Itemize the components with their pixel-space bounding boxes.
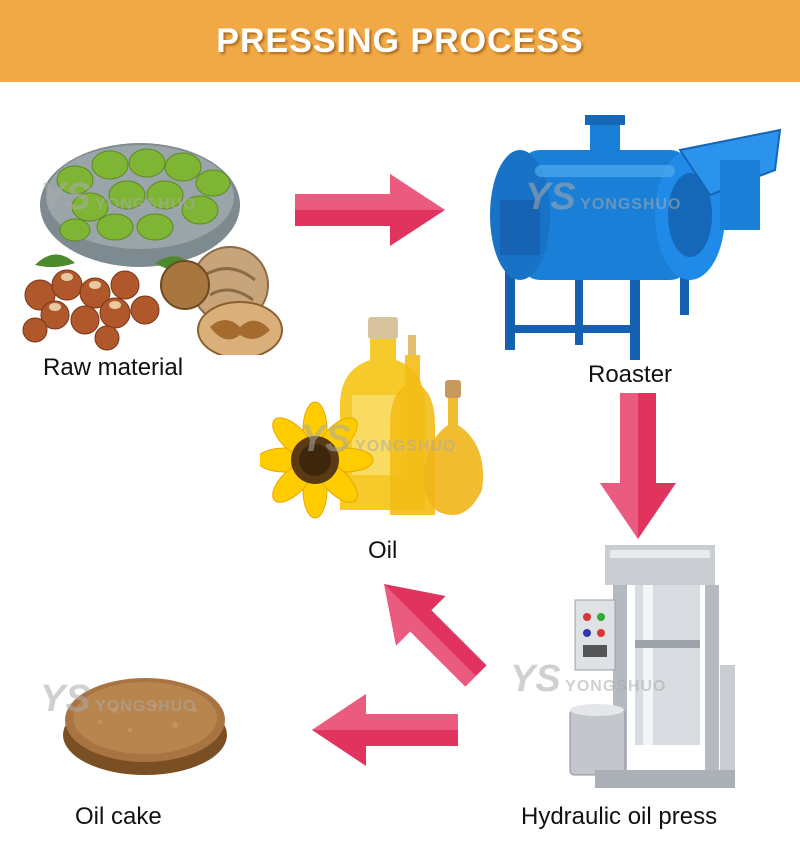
arrow-down-icon	[600, 393, 676, 539]
arrow-right-icon	[295, 174, 445, 246]
oil-image	[260, 315, 495, 525]
oil-cake-label: Oil cake	[75, 803, 162, 830]
roaster-image	[480, 110, 785, 365]
roaster-label: Roaster	[588, 361, 673, 388]
header-banner: PRESSING PROCESS	[0, 0, 800, 82]
page-title: PRESSING PROCESS	[216, 21, 584, 60]
oil-label: Oil	[368, 537, 398, 564]
arrow-up-left-icon	[384, 584, 487, 687]
raw-material-image	[15, 135, 300, 355]
oil-cake-image	[55, 660, 235, 780]
arrow-left-icon	[312, 694, 458, 766]
hydraulic-press-image	[565, 545, 740, 790]
raw-material-label: Raw material	[43, 354, 184, 381]
hydraulic-press-label: Hydraulic oil press	[521, 803, 718, 830]
